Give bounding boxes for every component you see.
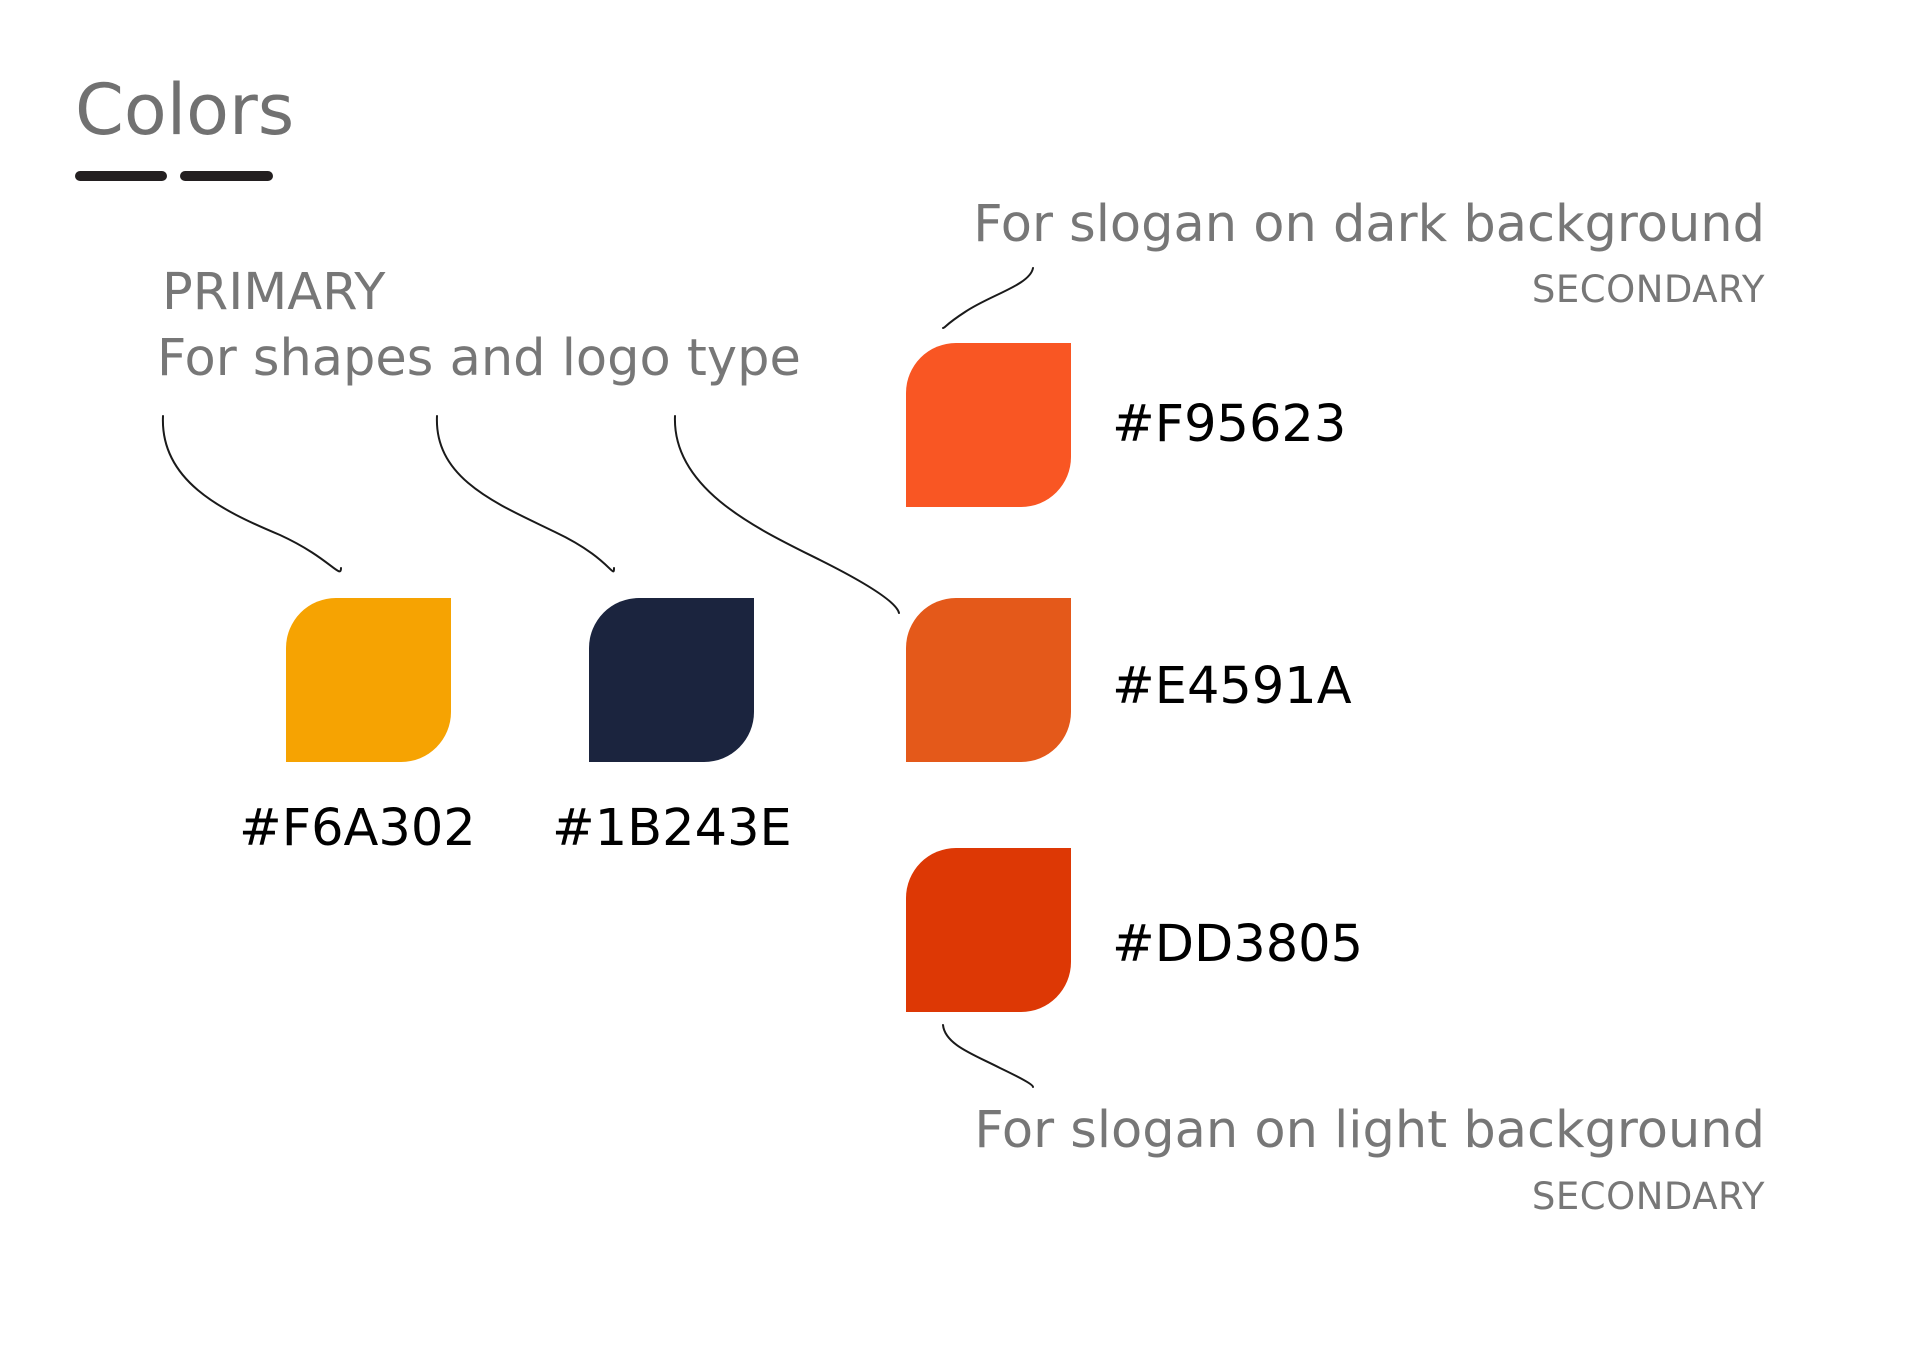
connector-primary-orange: [673, 415, 900, 614]
hex-secondary-1: #F95623: [1112, 395, 1347, 454]
swatch-secondary-1: [906, 343, 1071, 507]
hex-secondary-3: #DD3805: [1112, 915, 1364, 974]
title-underline-right: [180, 171, 273, 181]
hex-primary-navy: #1B243E: [552, 799, 792, 858]
hex-secondary-2: #E4591A: [1112, 657, 1352, 716]
swatch-secondary-3: [906, 848, 1071, 1012]
swatch-primary-navy: [589, 598, 754, 762]
connector-secondary-dark: [942, 267, 1034, 329]
title-underline-left: [75, 171, 167, 181]
secondary-dark-description: For slogan on dark background: [973, 195, 1765, 254]
secondary-light-description: For slogan on light background: [974, 1101, 1765, 1160]
connector-primary-navy: [435, 415, 615, 573]
swatch-secondary-2: [906, 598, 1071, 762]
secondary-dark-heading: SECONDARY: [1531, 268, 1765, 311]
page-title: Colors: [75, 69, 295, 151]
primary-description: For shapes and logo type: [157, 329, 801, 388]
connector-secondary-light: [942, 1024, 1034, 1088]
hex-primary-yellow: #F6A302: [239, 799, 476, 858]
secondary-light-heading: SECONDARY: [1531, 1175, 1765, 1218]
primary-heading: PRIMARY: [162, 263, 386, 322]
connector-primary-yellow: [161, 415, 342, 573]
swatch-primary-yellow: [286, 598, 451, 762]
